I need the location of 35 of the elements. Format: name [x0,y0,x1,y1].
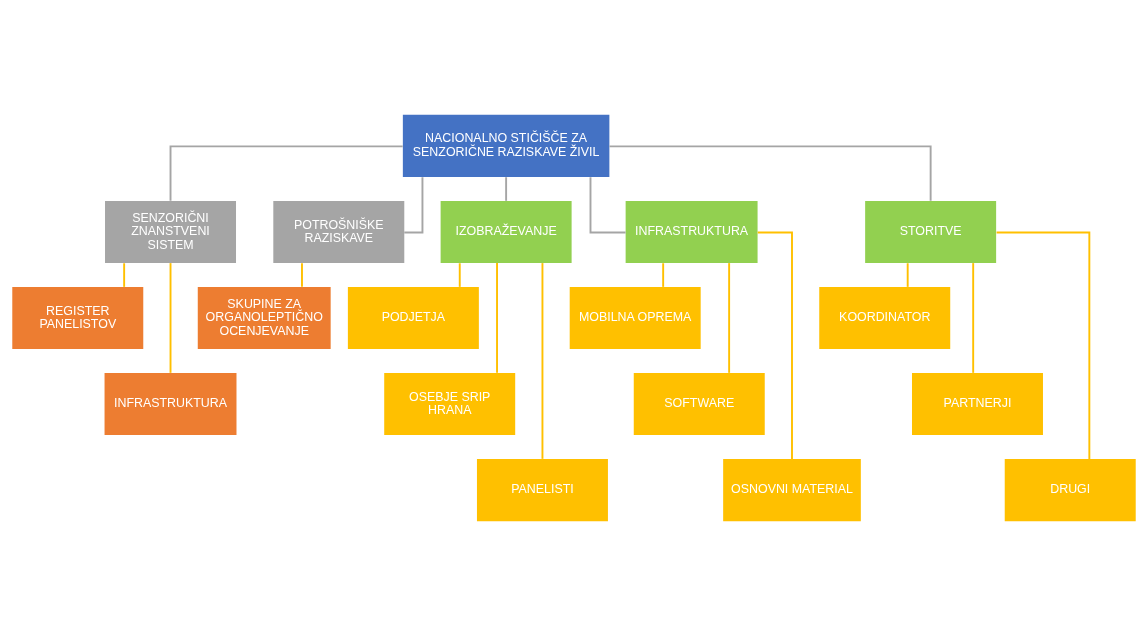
connector [123,262,126,288]
node-box: KOORDINATOR [819,286,951,350]
node-box: SOFTWARE [633,373,765,436]
node-box: INFRASTRUKTURA [104,373,237,436]
connector [906,262,909,288]
connector [301,262,303,288]
connector [589,176,627,234]
connector [608,145,932,202]
node-box: PODJETJA [347,286,479,350]
connector [403,176,424,234]
node-box: POTROŠNIŠKE RAZISKAVE [273,200,405,263]
connector [756,231,793,460]
connector [972,262,975,374]
node-box: NACIONALNO STIČIŠČE ZA SENZORIČNE RAZISKAVE ŽIVIL [402,114,610,177]
node-box: PANELISTI [476,459,608,522]
node-box: REGISTER PANELISTOV [12,286,144,350]
connector [505,176,508,202]
node-box: INFRASTRUKTURA [625,200,758,263]
connector [169,262,172,374]
connector [541,262,544,460]
node-box: SENZORIČNI ZNANSTVENI SISTEM [105,200,236,263]
node-box: OSEBJE SRIP HRANA [384,373,516,436]
node-box: IZOBRAŽEVANJE [440,200,572,263]
node-box: MOBILNA OPREMA [569,286,701,350]
node-box: PARTNERJI [912,373,1043,436]
node-box: DRUGI [1004,459,1136,522]
connector [458,262,461,288]
node-box: STORITVE [865,200,997,263]
node-box: SKUPINE ZA ORGANOLEPTIČNO OCENJEVANJE [197,286,331,350]
connector [662,262,665,288]
connector [169,145,404,202]
connector [496,262,498,374]
connector [995,231,1091,460]
connector [728,262,731,374]
node-box: OSNOVNI MATERIAL [723,459,861,522]
